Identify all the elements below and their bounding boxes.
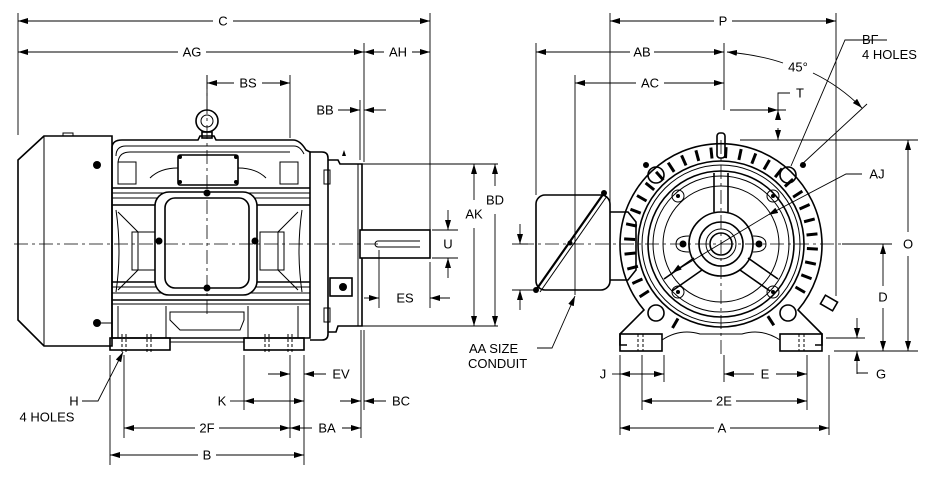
side-view: C AG AH BS BB BD AK U ES EV K BC 2F BA B…: [14, 13, 504, 465]
bolt-icon: [93, 319, 101, 327]
dim-label-j: J: [600, 367, 607, 382]
fan-cover: [17, 132, 113, 347]
dim-label-bd: BD: [486, 193, 504, 208]
dim-label-ag: AG: [183, 45, 202, 60]
dim-label-2e: 2E: [716, 394, 732, 409]
dim-label-k: K: [218, 394, 227, 409]
dim-label-ak: AK: [465, 207, 483, 222]
cooling-fin: [737, 148, 743, 161]
dim-label-bb: BB: [316, 103, 333, 118]
cooling-fin: [806, 247, 818, 251]
side-dimensions: [17, 13, 498, 465]
end-labels: P AB AC 45° BF 4 HOLES T AJ O D G J E 2E…: [468, 14, 917, 436]
dim-label-h: H: [69, 394, 78, 409]
cooling-fin: [709, 147, 714, 159]
dim-label-bc: BC: [392, 394, 410, 409]
cooling-fin: [794, 285, 806, 294]
dim-label-d: D: [878, 290, 887, 305]
end-view: P AB AC 45° BF 4 HOLES T AJ O D G J E 2E…: [468, 13, 918, 436]
cooling-fins: [624, 147, 818, 329]
dim-label-ah: AH: [389, 45, 407, 60]
dim-label-u: U: [443, 237, 452, 252]
dim-label-ac: AC: [641, 76, 659, 91]
dim-label-ba: BA: [318, 421, 336, 436]
dim-label-p: P: [719, 14, 728, 29]
dim-note-bf-holes: 4 HOLES: [862, 47, 917, 62]
dim-note-h-holes: 4 HOLES: [20, 410, 75, 425]
dim-label-aa: AA SIZE: [469, 341, 518, 356]
dim-label-c: C: [218, 14, 227, 29]
dim-note-aa-conduit: CONDUIT: [468, 356, 527, 371]
cooling-fin: [624, 237, 636, 241]
dim-label-a: A: [718, 421, 727, 436]
cooling-fin: [624, 251, 636, 256]
dim-label-aj: AJ: [869, 167, 884, 182]
dim-label-bf: BF: [862, 32, 879, 47]
dim-label-ab: AB: [633, 45, 650, 60]
dim-label-bs: BS: [239, 76, 257, 91]
dim-label-b: B: [203, 448, 212, 463]
dim-label-2f: 2F: [199, 421, 214, 436]
cooling-fin: [798, 203, 811, 211]
cooling-fin: [800, 273, 813, 281]
cooling-fin: [666, 161, 676, 173]
dim-label-es: ES: [396, 291, 414, 306]
cooling-fin: [636, 194, 648, 203]
cooling-fin: [644, 181, 656, 192]
cooling-fin: [792, 189, 804, 199]
cooling-fin: [766, 315, 776, 327]
cooling-fin: [804, 260, 817, 266]
end-dimensions: [512, 13, 918, 435]
cooling-fin: [638, 289, 650, 299]
cooling-fin: [671, 317, 680, 329]
cooling-fin: [762, 159, 771, 171]
dim-label-t: T: [796, 86, 804, 101]
dim-label-ev: EV: [332, 367, 350, 382]
cooling-fin: [625, 222, 638, 228]
cooling-fin: [626, 264, 639, 271]
bolt-icon: [93, 161, 101, 169]
dim-label-angle: 45°: [788, 60, 808, 75]
dim-label-o: O: [903, 237, 913, 252]
cooling-fin: [803, 217, 816, 224]
dim-label-g: G: [876, 367, 886, 382]
cooling-fin: [694, 149, 701, 162]
dim-label-e: E: [761, 367, 770, 382]
cooling-fin: [629, 207, 642, 215]
cooling-fin: [806, 232, 818, 237]
side-labels: C AG AH BS BB BD AK U ES EV K BC 2F BA B…: [20, 14, 504, 463]
end-frame: [619, 132, 839, 352]
motor-frame: [109, 135, 311, 352]
cooling-fin: [631, 277, 644, 285]
cooling-fin: [750, 152, 758, 165]
end-bracket: [310, 150, 363, 341]
cooling-fin: [680, 154, 688, 167]
